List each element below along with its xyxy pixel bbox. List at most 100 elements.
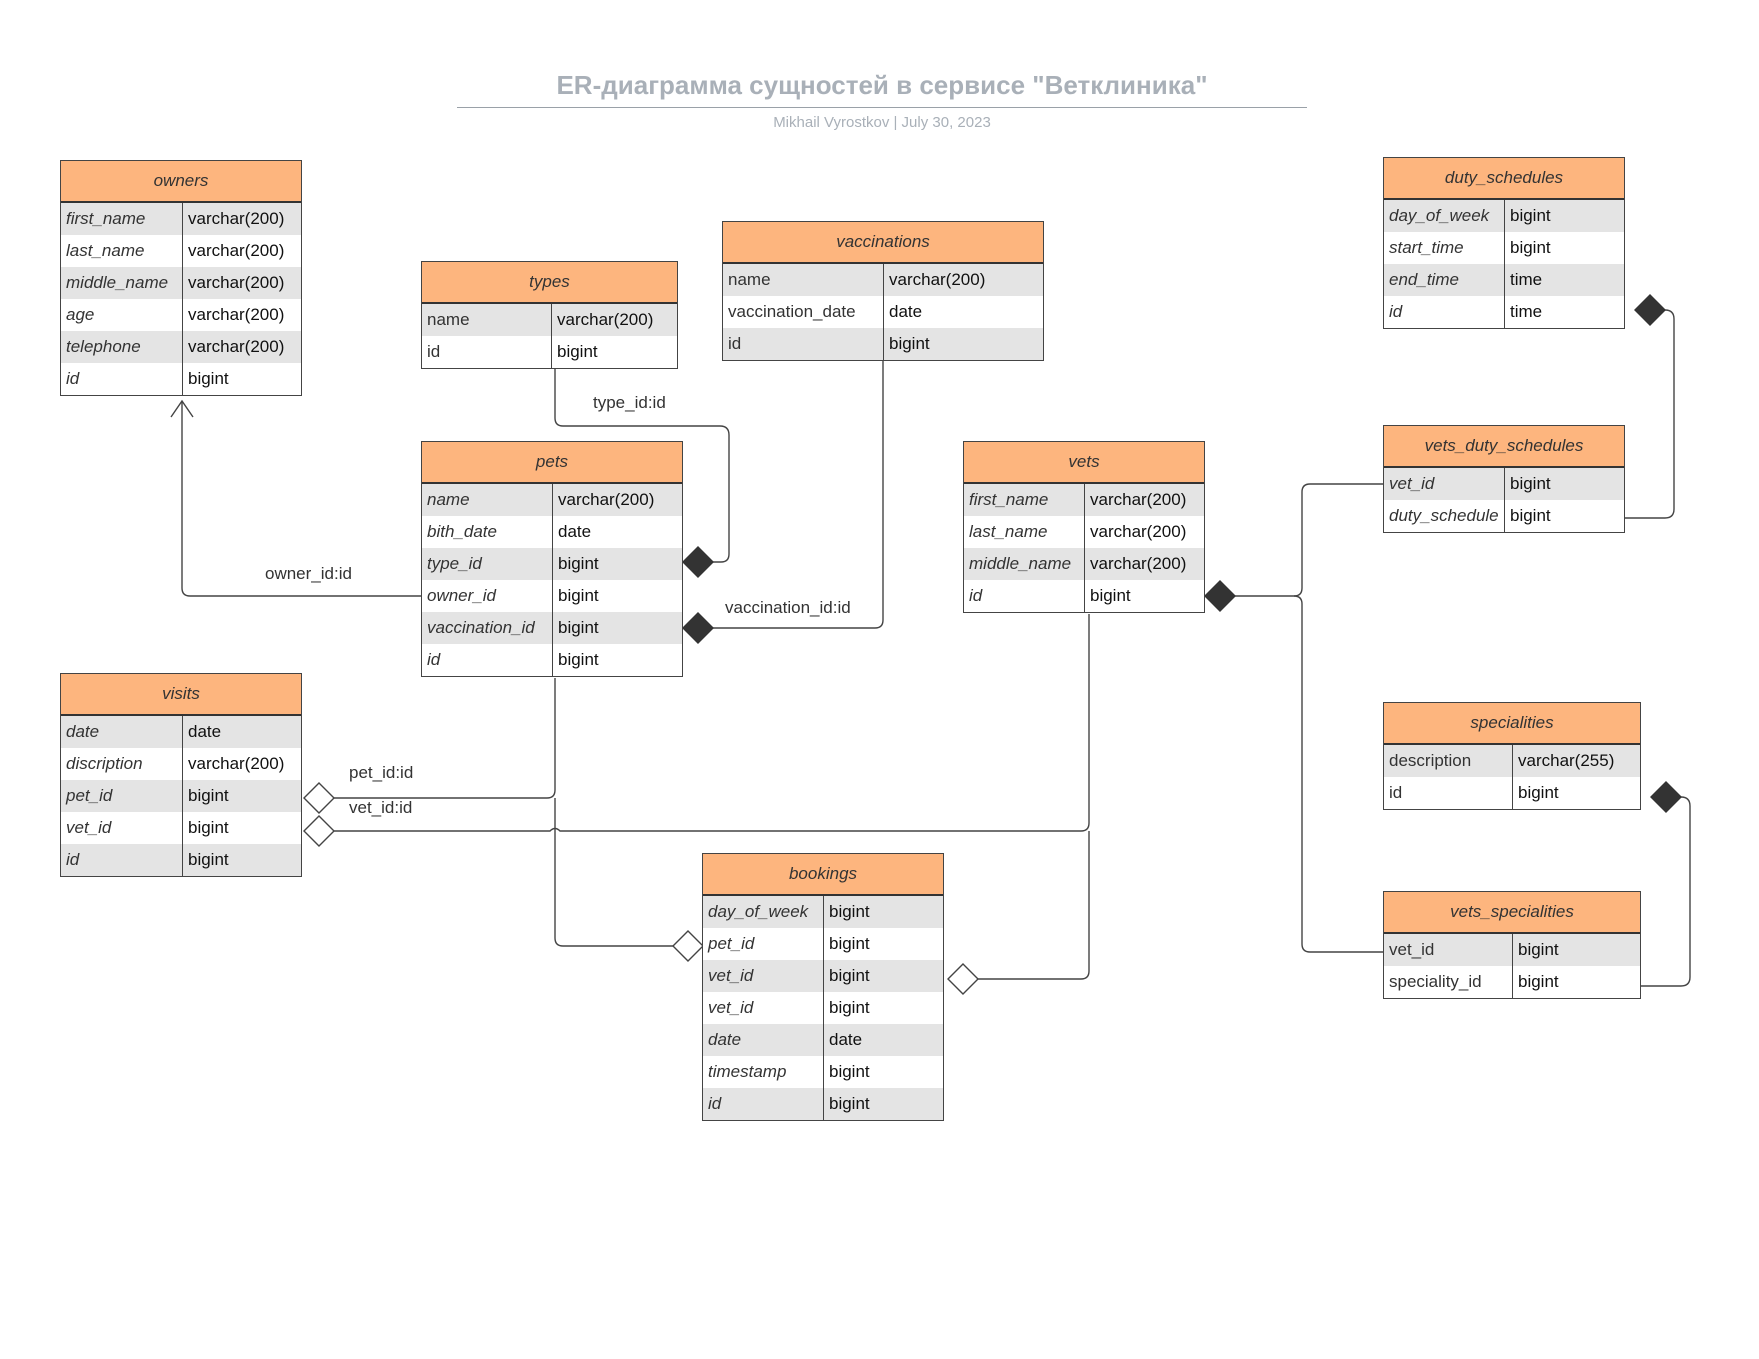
arrow-head-owners xyxy=(170,399,194,418)
field-type: bigint xyxy=(829,902,870,921)
table-row: id bigint xyxy=(422,644,682,676)
field-name: pet_id xyxy=(61,780,183,812)
field-type: bigint xyxy=(558,650,599,669)
field-type: varchar(200) xyxy=(889,270,986,289)
composition-diamond-pets-vaccination xyxy=(682,612,714,644)
field-name: name xyxy=(422,484,553,516)
connector-vets-vets-specialities xyxy=(1293,595,1383,953)
label-type-relation: type_id:id xyxy=(593,393,666,412)
table-title: vaccinations xyxy=(723,222,1043,264)
field-type: varchar(200) xyxy=(188,241,285,260)
field-type: varchar(200) xyxy=(557,310,654,329)
field-name: last_name xyxy=(964,516,1085,548)
table-row: pet_id bigint xyxy=(61,780,301,812)
field-name: id xyxy=(61,363,183,395)
field-type: bigint xyxy=(558,586,599,605)
connector-pets-visits xyxy=(334,678,556,799)
field-type: varchar(200) xyxy=(188,754,285,773)
connector-specialities-vets-specialities xyxy=(1641,796,1691,987)
table-title: vets xyxy=(964,442,1204,484)
field-type: varchar(255) xyxy=(1518,751,1615,770)
field-type: bigint xyxy=(1518,972,1559,991)
field-name: first_name xyxy=(61,203,183,235)
field-name: bith_date xyxy=(422,516,553,548)
label-vet-relation: vet_id:id xyxy=(349,798,413,817)
field-name: vaccination_date xyxy=(723,296,884,328)
aggregation-diamond-bookings-pet xyxy=(672,930,704,962)
field-name: id xyxy=(422,644,553,676)
field-type: bigint xyxy=(558,554,599,573)
field-name: id xyxy=(422,336,552,368)
table-row: vaccination_id bigint xyxy=(422,612,682,644)
field-name: pet_id xyxy=(703,928,824,960)
composition-diamond-duty-schedules xyxy=(1634,294,1666,326)
field-type: bigint xyxy=(188,369,229,388)
connector-types-pets xyxy=(554,366,730,563)
field-type: bigint xyxy=(829,1094,870,1113)
connector-vets-vets-duty-schedules xyxy=(1235,483,1383,597)
field-name: date xyxy=(703,1024,824,1056)
composition-diamond-vets xyxy=(1204,580,1236,612)
table-row: first_name varchar(200) xyxy=(61,203,301,235)
field-name: middle_name xyxy=(61,267,183,299)
field-type: bigint xyxy=(558,618,599,637)
field-name: type_id xyxy=(422,548,553,580)
field-type: varchar(200) xyxy=(188,273,285,292)
table-row: id bigint xyxy=(61,363,301,395)
field-name: discription xyxy=(61,748,183,780)
table-title: visits xyxy=(61,674,301,716)
table-row: type_id bigint xyxy=(422,548,682,580)
table-title: vets_specialities xyxy=(1384,892,1640,934)
field-name: day_of_week xyxy=(703,896,824,928)
field-name: vaccination_id xyxy=(422,612,553,644)
field-name: vet_id xyxy=(1384,468,1505,500)
title-divider xyxy=(457,107,1307,108)
table-title: duty_schedules xyxy=(1384,158,1624,200)
field-name: vet_id xyxy=(703,960,824,992)
field-name: start_time xyxy=(1384,232,1505,264)
field-name: telephone xyxy=(61,331,183,363)
field-name: vet_id xyxy=(703,992,824,1024)
table-title: specialities xyxy=(1384,703,1640,745)
field-type: varchar(200) xyxy=(188,209,285,228)
field-type: bigint xyxy=(1510,506,1551,525)
field-type: varchar(200) xyxy=(1090,522,1187,541)
field-name: id xyxy=(1384,777,1513,809)
table-title: types xyxy=(422,262,677,304)
field-type: bigint xyxy=(188,786,229,805)
table-row: last_name varchar(200) xyxy=(964,516,1204,548)
field-type: bigint xyxy=(1510,238,1551,257)
field-type: varchar(200) xyxy=(1090,554,1187,573)
field-name: timestamp xyxy=(703,1056,824,1088)
